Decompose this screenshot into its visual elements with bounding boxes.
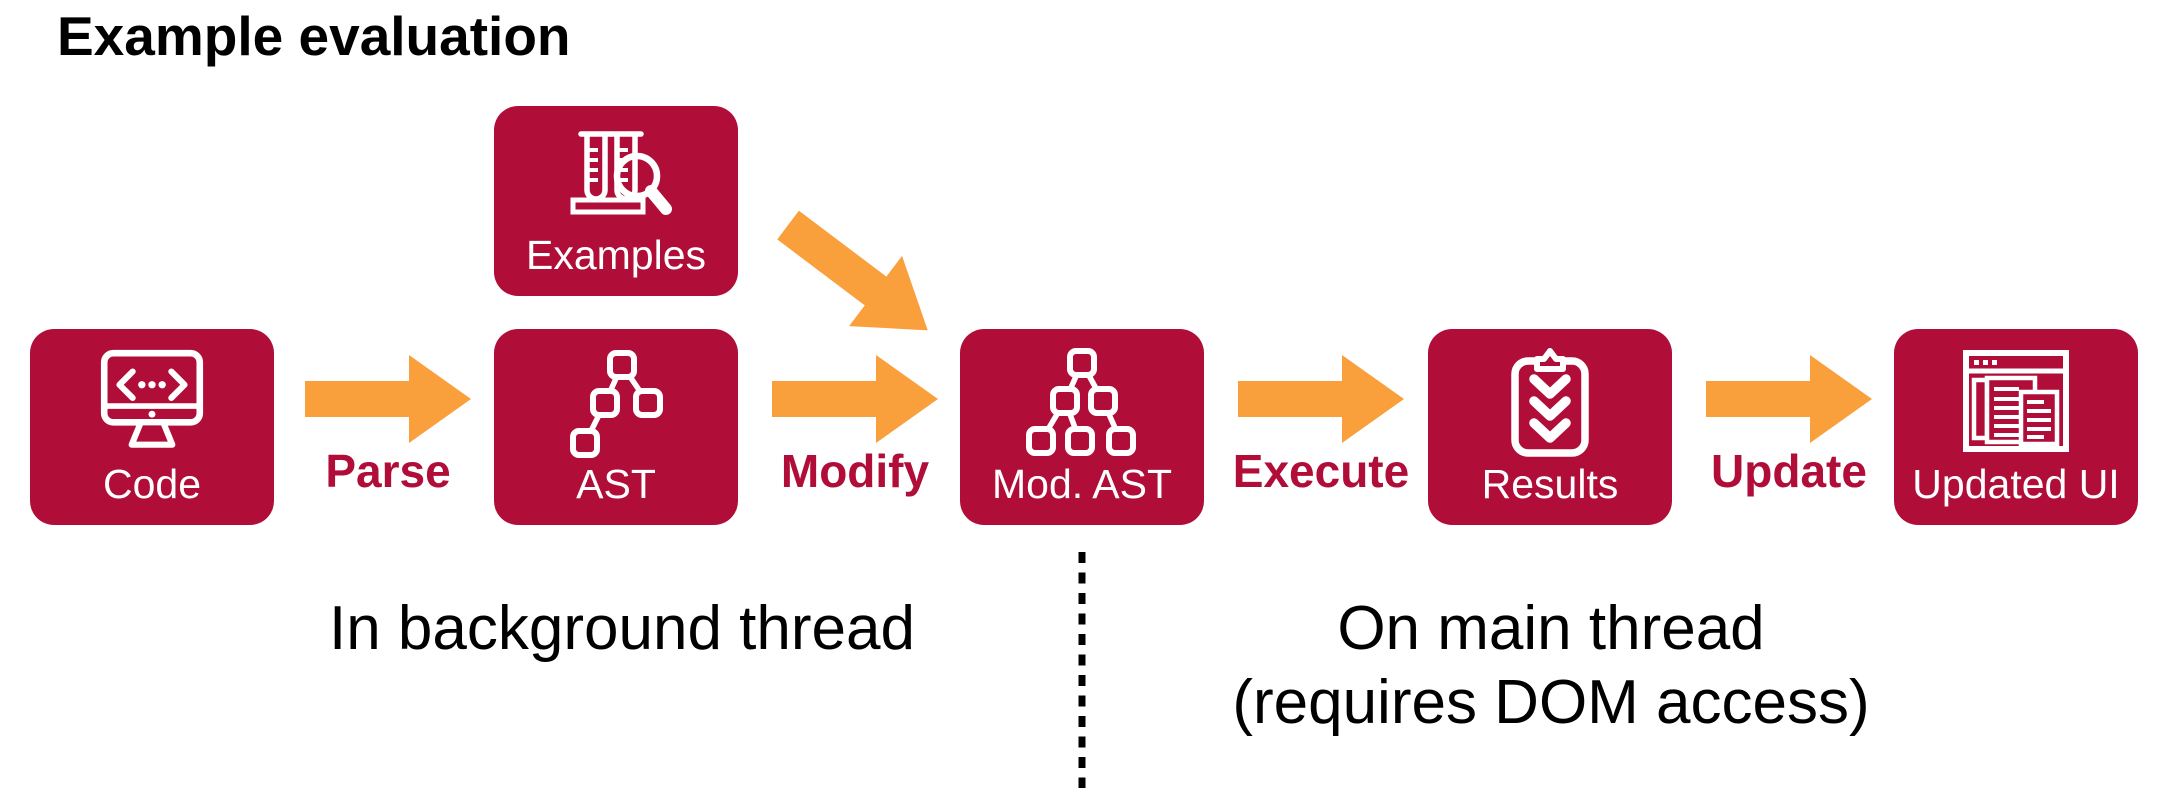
node-mod-ast: Mod. AST (960, 329, 1204, 525)
syntax-tree-icon (494, 347, 738, 463)
browser-window-icon (1894, 347, 2138, 457)
clipboard-checks-icon (1428, 347, 1672, 461)
edge-label-parse: Parse (325, 445, 451, 497)
node-label-code: Code (102, 461, 201, 507)
node-label-mod-ast: Mod. AST (991, 461, 1172, 507)
node-examples: Examples (494, 106, 738, 296)
caption-main-thread: On main thread (requires DOM access) (1151, 592, 1951, 740)
caption-background-thread: In background thread (329, 594, 915, 663)
node-ast: AST (494, 329, 738, 525)
thread-divider-dashed-line (1076, 548, 1088, 795)
node-label-updated-ui: Updated UI (1912, 461, 2120, 507)
code-monitor-icon (30, 347, 274, 455)
edge-label-update: Update (1711, 445, 1867, 497)
caption-main-thread-line2: (requires DOM access) (1232, 667, 1870, 737)
arrow-modify (772, 355, 938, 443)
arrow-examples-to-mod-ast (762, 190, 955, 366)
caption-main-thread-line1: On main thread (1337, 594, 1765, 663)
node-updated-ui: Updated UI (1894, 329, 2138, 525)
arrow-parse (305, 355, 471, 443)
node-label-examples: Examples (525, 232, 706, 278)
node-label-results: Results (1481, 461, 1619, 507)
node-results: Results (1428, 329, 1672, 525)
diagram-title: Example evaluation (57, 5, 571, 67)
edge-label-modify: Modify (780, 445, 930, 497)
edge-label-execute: Execute (1232, 445, 1410, 497)
arrow-update (1706, 355, 1872, 443)
arrow-execute (1238, 355, 1404, 443)
node-code: Code (30, 329, 274, 525)
modified-syntax-tree-icon (960, 347, 1204, 463)
test-tubes-magnifier-icon (494, 120, 738, 226)
node-label-ast: AST (576, 461, 656, 507)
